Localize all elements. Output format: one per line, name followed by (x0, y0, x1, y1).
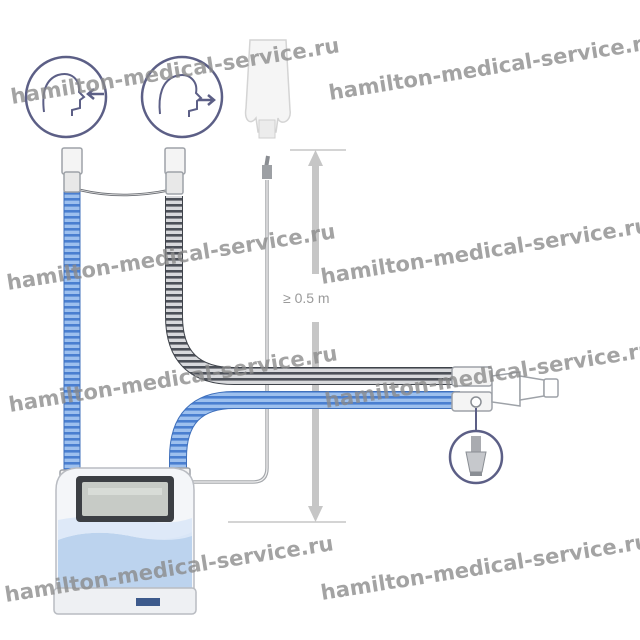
humidifier-display (76, 476, 174, 522)
watermark-4: hamilton-medical-service.ru (319, 213, 640, 289)
watermark-2: hamilton-medical-service.ru (327, 29, 640, 105)
inspiratory-limb-tube (63, 189, 81, 473)
patient-wye-connector (451, 366, 559, 412)
temperature-probe-icon (448, 429, 504, 485)
distance-dimension (228, 149, 346, 523)
expiratory-limb-tube (165, 196, 462, 385)
watermark-8: hamilton-medical-service.ru (319, 529, 640, 605)
water-feed-line (190, 155, 272, 484)
water-bag-icon (244, 39, 291, 139)
patient-exhale-icon (140, 55, 224, 139)
watermark-1: hamilton-medical-service.ru (9, 33, 341, 109)
heated-inspiratory-tube (169, 391, 460, 470)
patient-inhale-icon (24, 55, 108, 139)
distance-label: ≥ 0.5 m (283, 290, 330, 306)
